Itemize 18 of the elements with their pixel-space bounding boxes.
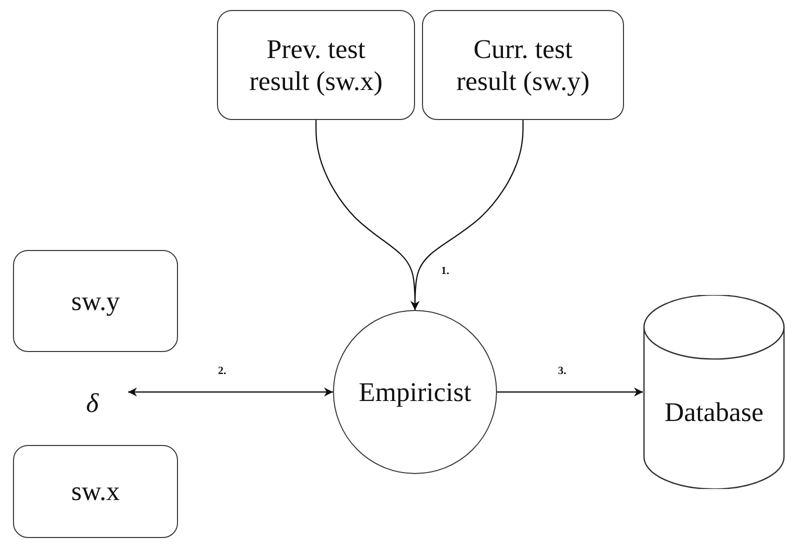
node-label: Prev. test result (sw.x) xyxy=(248,32,384,98)
process-box xyxy=(13,250,178,352)
step-number: 3. xyxy=(557,365,568,377)
node-label: Curr. test result (sw.y) xyxy=(455,32,591,98)
step-number: 1. xyxy=(440,265,450,277)
database-cylinder xyxy=(643,295,785,489)
process-box xyxy=(422,10,624,120)
process-box xyxy=(13,445,178,538)
step-number: 2. xyxy=(217,365,228,377)
node-label: Database xyxy=(664,396,764,428)
arrow xyxy=(128,388,333,396)
arrow xyxy=(497,388,643,396)
node-label: sw.y xyxy=(71,284,120,318)
symbol-label: δ xyxy=(86,386,99,420)
process-box xyxy=(217,10,415,120)
node-label: sw.x xyxy=(71,475,120,508)
node-label: Empiricist xyxy=(358,376,472,408)
arrow xyxy=(410,120,524,310)
